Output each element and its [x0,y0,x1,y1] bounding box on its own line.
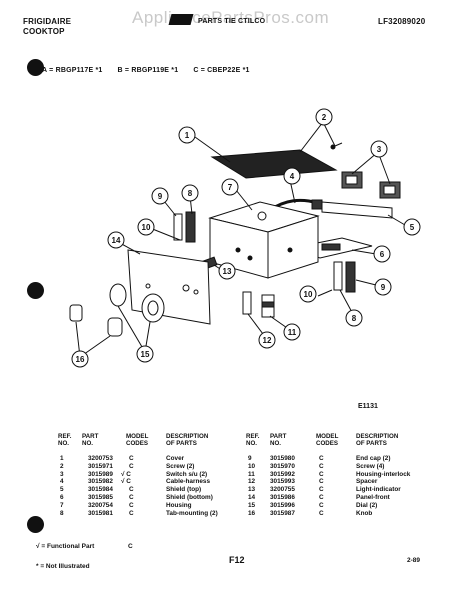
part-tab-mounting-left [173,213,183,241]
part-shield-top [321,201,393,219]
callout-13 [218,262,236,280]
header-center-text: PARTS TIE CTILCO [198,18,266,25]
part-knob-1 [69,304,83,322]
document-number: LF32089020 [378,17,426,26]
header-part-no-right: PART NO. [270,433,287,447]
callout-11 [283,323,301,341]
callout-label: 1 [185,131,190,140]
callout-label: 8 [188,189,193,198]
callout-5 [403,218,421,236]
header-description-right: DESCRIPTION OF PARTS [356,433,399,447]
callout-3 [370,140,388,158]
callout-10-right [299,285,317,303]
callout-label: 6 [380,250,385,259]
callout-label: 2 [322,113,327,122]
callout-label: 10 [304,290,313,299]
callout-14 [107,231,125,249]
part-dial-2 [141,293,165,323]
header-ref-no-right: REF. NO. [246,433,260,447]
callout-9 [151,187,169,205]
callout-label: 13 [223,267,232,276]
callout-8 [181,184,199,202]
callout-8-right [345,309,363,327]
brand-name: FRIGIDAIRE [23,17,72,26]
callout-label: 10 [142,223,151,232]
part-spacer [242,291,252,315]
model-list: A = RBGP117E *1 B = RBGP119E *1 C = CBEP… [42,67,250,74]
callout-label: 5 [410,223,415,232]
header-description: DESCRIPTION OF PARTS [166,433,209,447]
callout-label: 4 [290,172,295,181]
callout-2 [315,108,333,126]
callout-label: 16 [76,355,85,364]
page-code: F12 [229,555,245,565]
callout-label: 12 [263,336,272,345]
figure-code: E1131 [358,403,378,410]
header-ref-no: REF. NO. [58,433,72,447]
callout-4 [283,167,301,185]
part-end-cap-left [185,211,196,243]
callout-1 [178,126,196,144]
callout-label: 8 [352,314,357,323]
functional-part-note: √ = Functional Part [36,543,95,550]
callout-15 [136,345,154,363]
callout-9-right [374,278,392,296]
page-number: 2-89 [407,557,421,564]
callout-label: 9 [158,192,163,201]
part-dial-1 [109,283,127,307]
punch-hole-top [27,59,44,76]
header-part-no: PART NO. [82,433,99,447]
callout-label: 15 [141,350,150,359]
header-model-codes: MODEL CODES [126,433,149,447]
product-name: COOKTOP [23,27,65,36]
callout-label: 7 [228,183,233,192]
callout-6 [373,245,391,263]
part-knob-2 [107,317,123,337]
callout-10 [137,218,155,236]
not-illustrated-note: * = Not Illustrated [36,563,90,570]
callout-label: 11 [288,328,297,337]
punch-hole-middle [27,282,44,299]
part-screw [334,142,343,147]
part-tab-mounting-right [333,261,343,291]
callout-12 [258,331,276,349]
header-model-codes-right: MODEL CODES [316,433,339,447]
callout-label: 9 [381,283,386,292]
callout-label: 14 [112,236,121,245]
punch-hole-bottom [27,516,44,533]
callout-7 [221,178,239,196]
callout-label: 3 [377,145,382,154]
functional-part-mark: C [128,543,133,550]
callout-16 [71,350,89,368]
part-cover [210,149,338,179]
part-end-cap-right [345,261,356,293]
part-panel-front [127,249,211,325]
